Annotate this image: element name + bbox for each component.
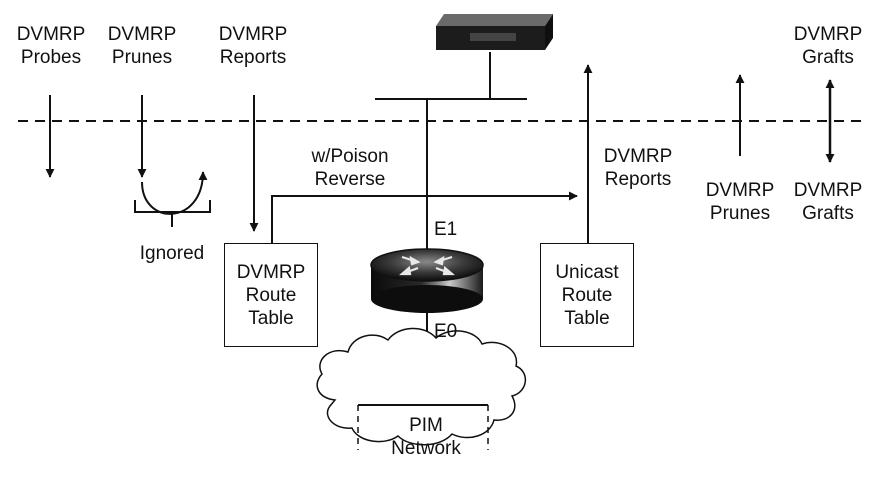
pim-line-1: PIM (409, 415, 443, 436)
pim-line-2: Network (391, 438, 461, 459)
dvmrp-prunes-right-label: DVMRP Prunes (694, 179, 786, 225)
unicast-table-line-2: Route (561, 284, 613, 306)
ignored-text: Ignored (139, 243, 205, 264)
e1-text: E1 (434, 219, 458, 240)
dvmrp-reports-top-label: DVMRP Reports (205, 23, 301, 69)
probes-line-2: Probes (20, 47, 82, 68)
unicast-table-line-3: Table (564, 307, 610, 329)
poison-reverse-arrow (271, 191, 578, 243)
grafts-right-line-1: DVMRP (793, 180, 863, 201)
ignored-label: Ignored (126, 242, 218, 265)
pim-network-label: PIM Network (378, 414, 474, 460)
dvmrp-grafts-right-label: DVMRP Grafts (782, 179, 873, 225)
grafts-top-line-2: Grafts (802, 47, 854, 68)
dvmrp-reports-right-label: DVMRP Reports (590, 145, 686, 191)
prunes-top-line-1: DVMRP (107, 24, 177, 45)
unicast-route-table-box: Unicast Route Table (540, 243, 634, 347)
unicast-table-line-1: Unicast (555, 261, 619, 283)
dvmrp-table-line-2: Route (245, 284, 297, 306)
dvmrp-grafts-top-label: DVMRP Grafts (782, 23, 873, 69)
e1-label: E1 (434, 218, 474, 241)
poison-reverse-label: w/Poison Reverse (295, 145, 405, 191)
reports-right-line-1: DVMRP (603, 146, 673, 167)
grafts-top-line-1: DVMRP (793, 24, 863, 45)
dvmrp-table-line-1: DVMRP (236, 261, 306, 283)
reports-top-line-2: Reports (219, 47, 287, 68)
probes-line-1: DVMRP (16, 24, 86, 45)
poison-line-2: Reverse (314, 169, 386, 190)
dvmrp-table-line-3: Table (248, 307, 294, 329)
router-icon (370, 248, 484, 313)
e0-label: E0 (434, 320, 474, 343)
prunes-right-line-1: DVMRP (705, 180, 775, 201)
reports-top-line-1: DVMRP (218, 24, 288, 45)
dvmrp-prunes-top-label: DVMRP Prunes (96, 23, 188, 69)
e0-text: E0 (434, 321, 458, 342)
reports-right-line-2: Reports (604, 169, 672, 190)
dvmrp-route-table-box: DVMRP Route Table (224, 243, 318, 347)
ignored-u-turn-arrow (141, 171, 208, 215)
prunes-top-line-2: Prunes (111, 47, 173, 68)
grafts-right-line-2: Grafts (802, 203, 854, 224)
poison-line-1: w/Poison (311, 146, 389, 167)
cloud-icon (316, 327, 526, 446)
dvmrp-probes-label: DVMRP Probes (6, 23, 96, 69)
prunes-right-line-2: Prunes (709, 203, 771, 224)
mrouter-icon (436, 14, 553, 50)
